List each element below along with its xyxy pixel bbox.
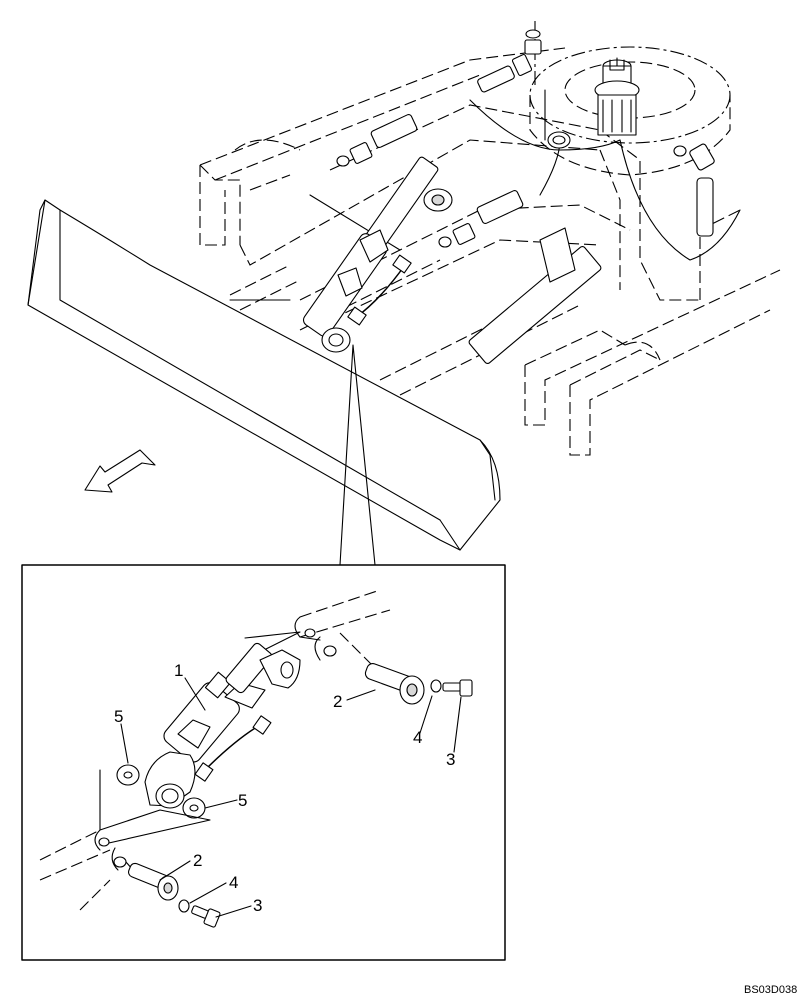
bolt-upper [442, 679, 473, 697]
forward-direction-arrow [84, 449, 156, 493]
hydraulic-hoses [229, 89, 741, 301]
callout-5-lower: 5 [238, 791, 247, 810]
detail-leader-lines [339, 344, 376, 566]
callout-1: 1 [174, 661, 183, 680]
washer-lower [178, 899, 190, 913]
callout-4-upper: 4 [413, 728, 422, 747]
cylinder-assembly [144, 642, 301, 809]
washer-upper [430, 679, 442, 693]
callout-3-lower: 3 [253, 896, 262, 915]
callout-leaders [120, 677, 462, 918]
upper-bracket-hole-a [304, 628, 316, 638]
callout-3-upper: 3 [446, 750, 455, 769]
callout-2-upper: 2 [333, 692, 342, 711]
upper-bracket-outline [244, 589, 391, 661]
lower-bracket-hole-b [113, 856, 127, 868]
center-swivel-joint [594, 57, 640, 136]
bolt-lower [191, 905, 221, 928]
lower-bracket-outline [39, 769, 211, 911]
lower-bracket-hole-a [98, 837, 110, 847]
drawing-code: BS03D038 [744, 984, 797, 996]
dozer-blade [27, 199, 501, 551]
callout-4-lower: 4 [229, 873, 238, 892]
callout-2-lower: 2 [193, 851, 202, 870]
overview-cylinder [302, 156, 602, 365]
shim-upper [116, 764, 140, 786]
overview-fittings [336, 29, 715, 248]
upper-bracket-hole-b [323, 645, 337, 657]
pin-lower [125, 861, 179, 901]
callout-5-upper: 5 [114, 707, 123, 726]
detail-frame [21, 564, 506, 961]
pin-upper [339, 632, 425, 705]
